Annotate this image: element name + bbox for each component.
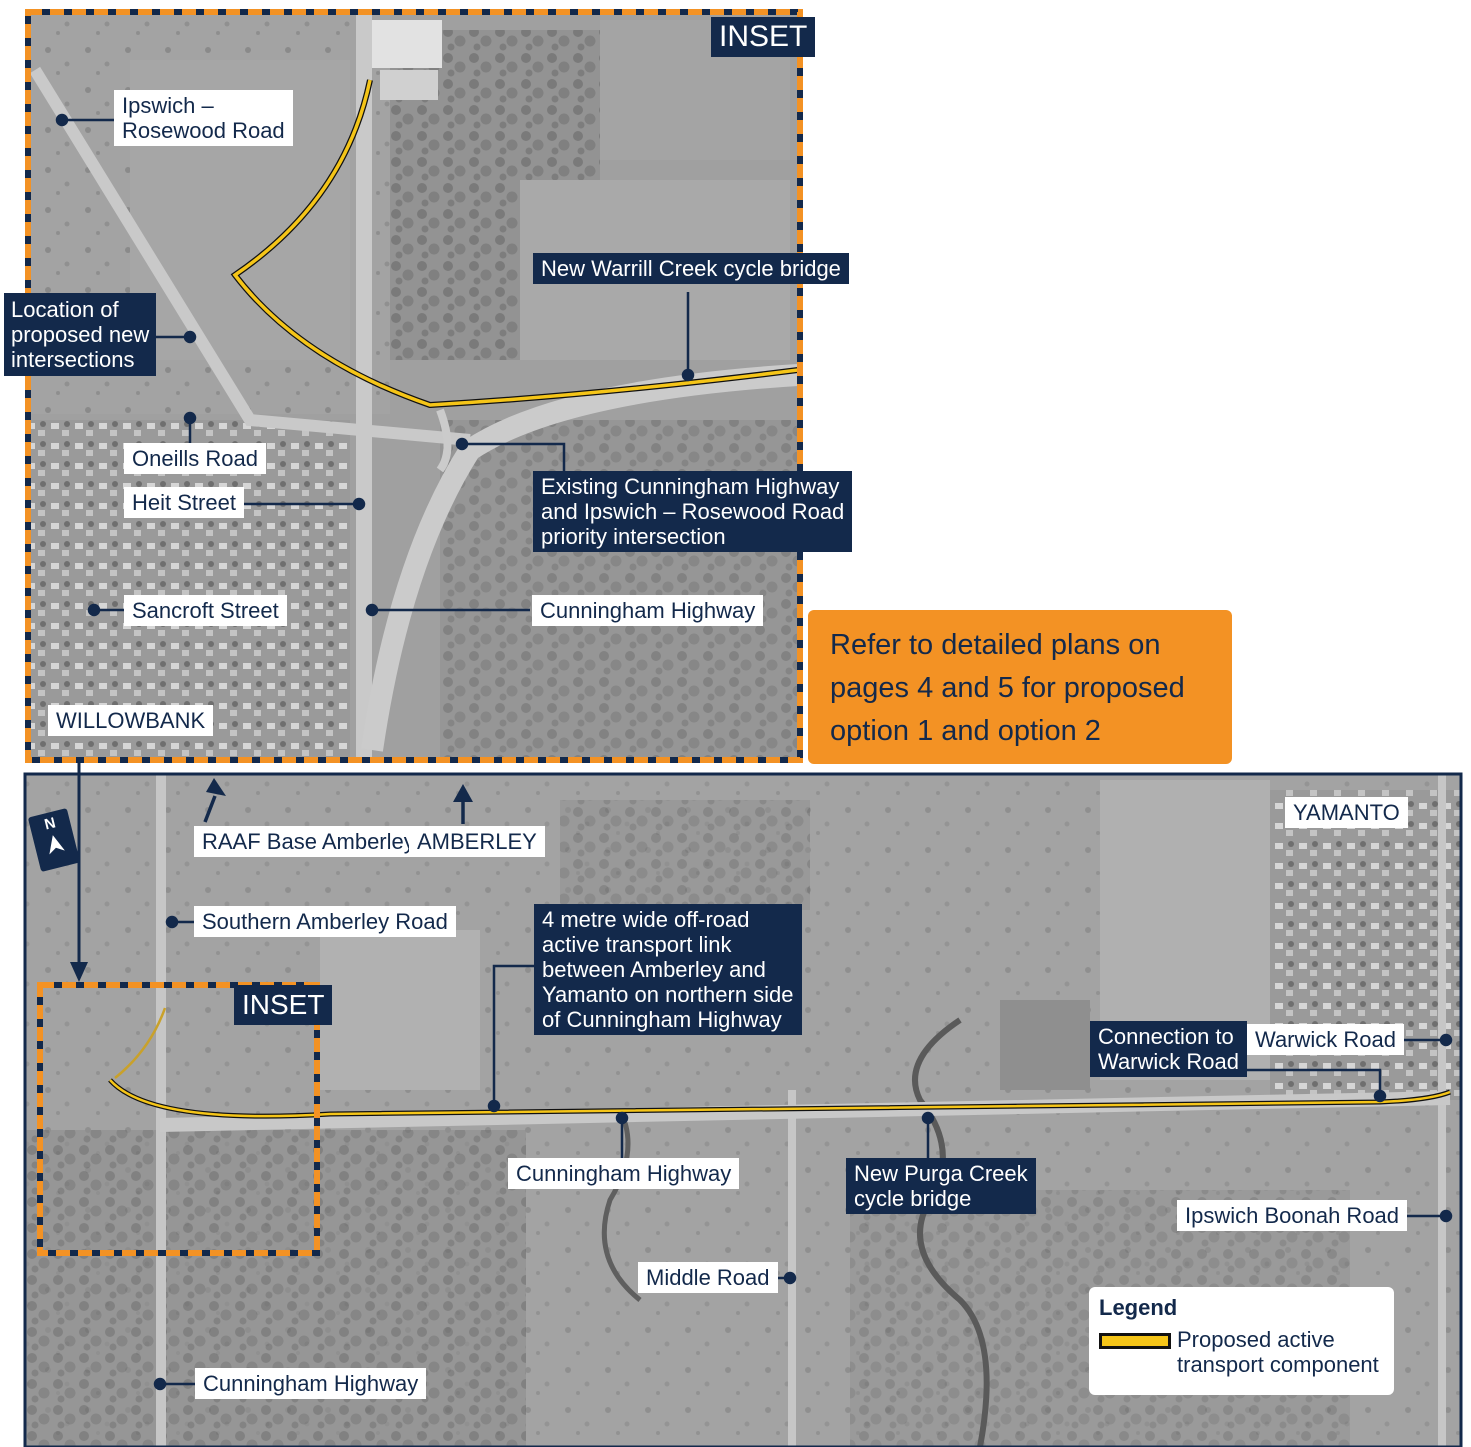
inset-tag-small: INSET xyxy=(234,985,333,1025)
label-new-warrill-creek-bridge: New Warrill Creek cycle bridge xyxy=(533,253,849,284)
legend-swatch-active-transport xyxy=(1099,1333,1171,1349)
label-sancroft-street: Sancroft Street xyxy=(124,595,287,626)
legend-item-label: Proposed active transport component xyxy=(1177,1327,1379,1377)
label-warwick-road: Warwick Road xyxy=(1247,1024,1404,1055)
label-proposed-intersections: Location of proposed new intersections xyxy=(4,293,157,376)
label-raaf-base-amberley: RAAF Base Amberley xyxy=(194,826,423,857)
label-main-cunningham-highway: Cunningham Highway xyxy=(508,1158,740,1189)
label-connection-warwick-road: Connection to Warwick Road xyxy=(1090,1021,1247,1077)
label-south-cunningham-highway: Cunningham Highway xyxy=(195,1368,427,1399)
label-oneills-road: Oneills Road xyxy=(124,443,266,474)
label-inset-cunningham-highway: Cunningham Highway xyxy=(532,595,764,626)
label-active-transport-link: 4 metre wide off-road active transport l… xyxy=(534,904,802,1035)
legend: Legend Proposed active transport compone… xyxy=(1089,1287,1394,1395)
legend-title: Legend xyxy=(1099,1295,1178,1320)
label-amberley: AMBERLEY xyxy=(409,826,545,857)
refer-plans-callout: Refer to detailed plans on pages 4 and 5… xyxy=(808,610,1232,764)
label-middle-road: Middle Road xyxy=(638,1262,778,1293)
label-existing-intersection: Existing Cunningham Highway and Ipswich … xyxy=(533,471,853,552)
label-ipswich-boonah-road: Ipswich Boonah Road xyxy=(1177,1200,1408,1231)
north-arrow-icon: N xyxy=(27,807,81,873)
label-heit-street: Heit Street xyxy=(124,487,244,518)
inset-leaders xyxy=(55,113,695,617)
label-southern-amberley-road: Southern Amberley Road xyxy=(194,906,456,937)
north-arrow-glyph-icon xyxy=(49,835,65,855)
label-willowbank: WILLOWBANK xyxy=(48,705,214,736)
label-new-purga-creek-bridge: New Purga Creek cycle bridge xyxy=(846,1158,1036,1214)
label-yamanto: YAMANTO xyxy=(1285,797,1408,828)
inset-tag-large: INSET xyxy=(711,17,816,57)
main-leaders xyxy=(153,915,1453,1391)
label-ipswich-rosewood-road: Ipswich – Rosewood Road xyxy=(114,90,293,146)
